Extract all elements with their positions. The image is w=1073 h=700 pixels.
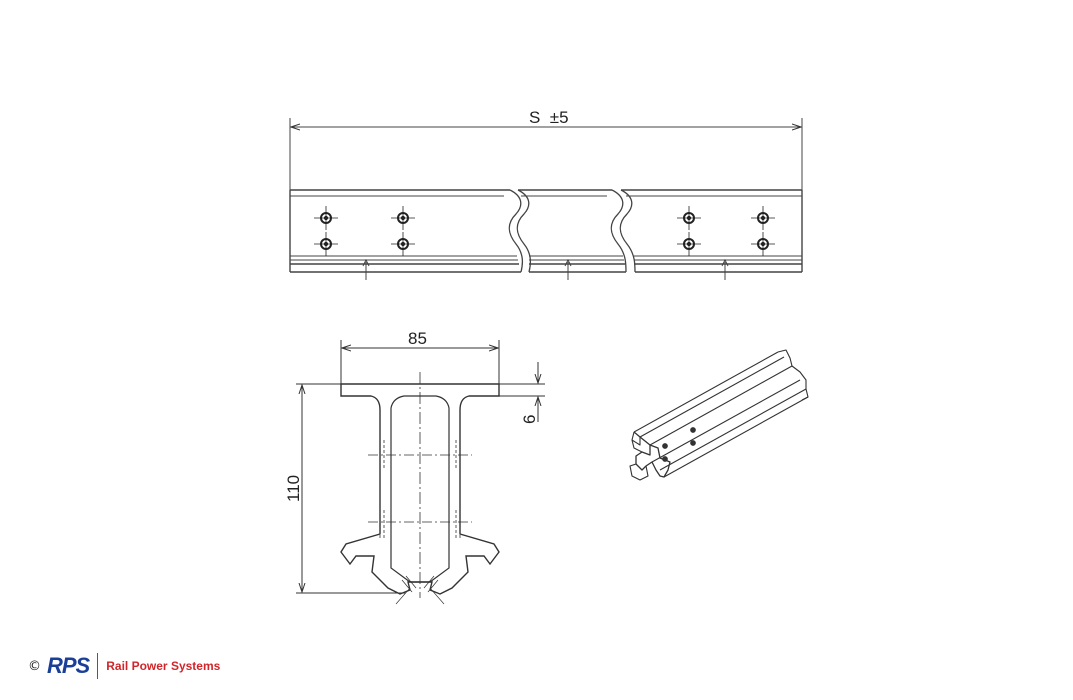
bolt-hole [751, 232, 775, 256]
copyright-symbol: © [28, 658, 41, 674]
height-dimension-label: 110 [284, 475, 303, 502]
rail-segment-left [289, 189, 524, 273]
bolt-hole [677, 232, 701, 256]
thickness-dimension-label: 6 [520, 415, 539, 424]
bolt-hole [314, 232, 338, 256]
section-arrows [362, 258, 729, 280]
isometric-view [629, 349, 809, 481]
length-dimension-label: S ±5 [529, 108, 569, 127]
side-view [289, 118, 803, 280]
company-name: Rail Power Systems [106, 659, 221, 673]
company-logo: RPS [47, 653, 90, 678]
logo-divider [97, 653, 99, 679]
width-dimension-label: 85 [408, 329, 427, 348]
rail-segment-right [619, 189, 803, 273]
bolt-hole [751, 206, 775, 230]
cross-section-view [296, 340, 545, 605]
footer: © RPS Rail Power Systems [28, 652, 220, 680]
profile-outline [340, 383, 500, 595]
iso-end-profile [633, 431, 671, 478]
bolt-hole [391, 206, 415, 230]
rail-segment-middle [516, 189, 627, 273]
bolt-hole [677, 206, 701, 230]
profile-channel [390, 395, 450, 583]
bolt-hole [314, 206, 338, 230]
bolt-hole [391, 232, 415, 256]
bolt-holes [314, 206, 775, 256]
